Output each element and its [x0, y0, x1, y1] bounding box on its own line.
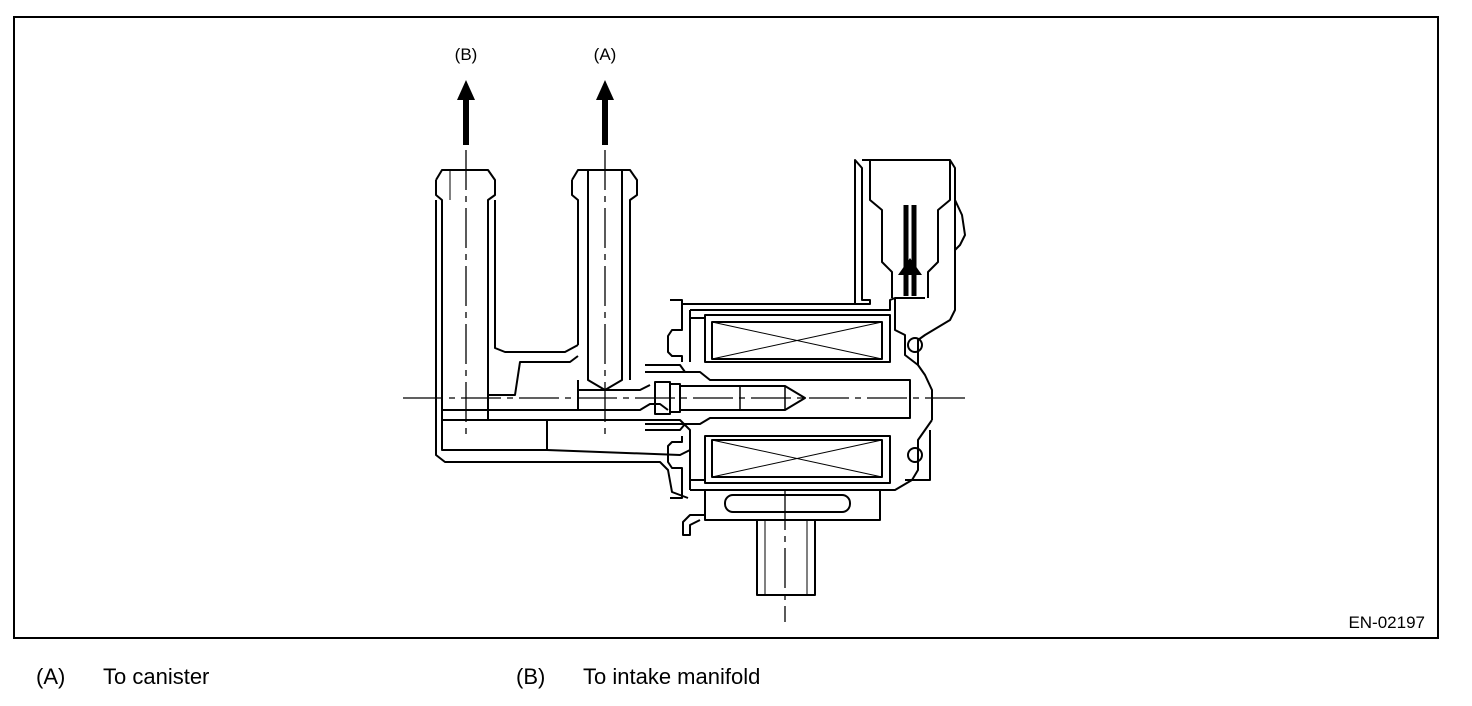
legend-text-a: To canister: [103, 664, 210, 689]
callout-a-label: (A): [594, 45, 617, 64]
plunger: [645, 364, 911, 431]
flow-arrow-a: [596, 80, 614, 145]
lower-port: [682, 490, 881, 596]
figure-frame: EN-02197: [13, 16, 1439, 639]
valve-body-lower: [435, 200, 691, 499]
passage: [487, 200, 579, 420]
port-b-nozzle: [435, 169, 496, 420]
legend-key-a: (A): [36, 664, 66, 689]
legend-key-b: (B): [516, 664, 546, 689]
flange: [667, 299, 706, 499]
solenoid-coil-upper: [704, 314, 891, 363]
flow-arrow-b: [457, 80, 475, 145]
legend-text-b: To intake manifold: [583, 664, 761, 689]
electrical-connector: [869, 160, 966, 299]
solenoid-case: [682, 159, 956, 491]
figure-code: EN-02197: [1348, 613, 1425, 632]
solenoid-coil-lower: [704, 435, 891, 484]
center-lines: [403, 150, 970, 622]
callout-b-label: (B): [455, 45, 478, 64]
